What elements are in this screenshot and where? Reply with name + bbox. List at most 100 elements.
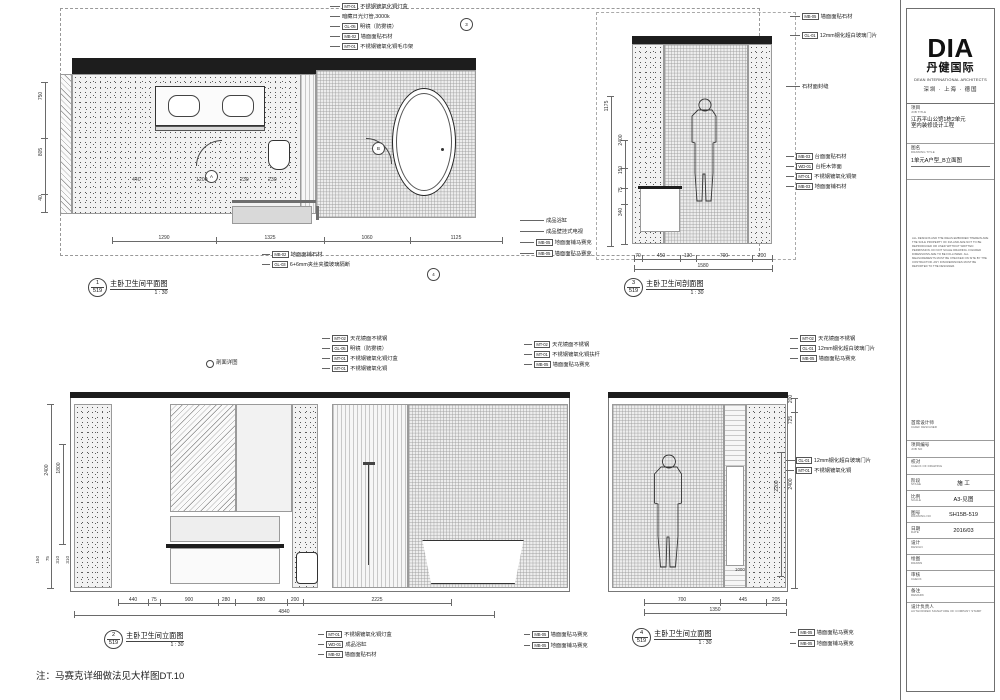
material-text: 明镜（防雾镜）	[359, 24, 398, 30]
plan-inner-dim-230a: 230	[240, 177, 249, 183]
annotation-row: MB-02 地面面铺石材	[262, 250, 350, 258]
plan-left-wall	[60, 74, 72, 214]
section3-bottom-dimension-string: 70 450 130 700 200	[634, 253, 773, 263]
field-drawing-title-label-en: DRAWING TITLE	[911, 149, 935, 154]
material-code: MT-02	[332, 334, 349, 342]
material-code: GL-01	[800, 344, 816, 352]
drawing-number-bubble[interactable]: 2 519	[104, 630, 123, 649]
drawing-sheet-ref: 519	[92, 287, 103, 294]
material-text: 不锈钢镀氧化铜毛巾架	[360, 44, 414, 50]
annotation-row: GL-01 12mm钢化超白玻璃门片	[790, 31, 877, 39]
drawing-sheet-ref: 519	[108, 639, 119, 646]
plan-sink-left	[168, 95, 200, 117]
material-text: 12mm钢化超白玻璃门片	[813, 458, 872, 464]
dimension-value: 1350	[709, 607, 721, 613]
field-stage-value: 施 工	[957, 480, 970, 487]
annotation-row: 暗藏日光灯管,3000k	[330, 12, 413, 20]
drawing-title-text: 主卧卫生间剖面图	[646, 278, 704, 288]
field-scale: 比例 SCALE A3-见图	[907, 491, 994, 507]
material-code: MT-01	[342, 42, 359, 50]
field-job-no-label-en: JOB NO	[911, 446, 923, 451]
elevation-marker-b[interactable]: B	[372, 142, 385, 155]
section3-left-dimension-column-2: 2400 150 75 340	[618, 134, 629, 245]
elev2-small-dim-150: 150	[35, 556, 40, 564]
plan-inner-dim-1200: 1200	[196, 177, 208, 183]
plan-shower-area	[300, 74, 316, 214]
plan-top-wall	[72, 58, 316, 74]
field-drawing-title-value: 1单元A户型_B立面图	[911, 158, 990, 168]
elev2-detail-callout[interactable]: 剖面详图	[206, 360, 238, 368]
elev2-small-dim-310b: 310	[65, 556, 70, 564]
annotation-row: MT-02 天花镜面不锈钢	[322, 334, 398, 342]
material-text: 不锈钢镀氧化铜灯盒	[360, 4, 408, 10]
dimension-value: 40	[38, 195, 44, 201]
field-chief-designer-label-cn: 首席设计师	[911, 420, 934, 425]
annotation-row: MT-02 天花镜面不锈钢	[790, 334, 875, 342]
drawing-title-4: 4 519 主卧卫生间立面图 1 : 30	[632, 628, 712, 647]
elev2-small-dim-310a: 310	[55, 556, 60, 564]
plan-inner-dim-230b: 230	[268, 177, 277, 183]
drawing-scale-text: 1 : 30	[698, 640, 712, 646]
material-text: 墙面面贴石材	[820, 14, 853, 20]
field-stage: 阶段 STAGE 施 工	[907, 475, 994, 491]
material-code: MB-03	[796, 152, 813, 160]
drawing-number-bubble[interactable]: 4 519	[632, 628, 651, 647]
material-code: GL-05	[342, 22, 358, 30]
field-chief-designer: 首席设计师 CHIEF DESIGNER	[907, 419, 994, 441]
drawing-scale-text: 1 : 30	[690, 290, 704, 296]
plan-glass-partition-1	[232, 200, 316, 203]
detail-callout-text: 剖面详图	[216, 360, 238, 367]
material-code: MT-01	[534, 350, 551, 358]
dimension-value: 440	[128, 597, 138, 603]
field-drawing-no-value: SH15B-519	[949, 511, 978, 518]
drawing-number-bubble[interactable]: 1 519	[88, 278, 107, 297]
elevation-marker-a[interactable]: A	[205, 170, 218, 183]
elev4-ceiling-band	[608, 392, 788, 398]
section-marker-3[interactable]: 3	[460, 18, 473, 31]
material-code: MB-05	[798, 639, 815, 647]
elev2-left-dimension-column-2: 1800	[56, 444, 67, 545]
dimension-value: 2225	[371, 597, 383, 603]
elev2-vanity-mirror-band	[170, 516, 280, 542]
material-text: 不锈钢镀氧化铜	[814, 468, 852, 474]
annotation-row: MT-01 不锈钢镀氧化铜灯盒	[322, 354, 398, 362]
annotation-row: MT-01 不锈钢镀氧化铜扶杆	[524, 350, 600, 358]
section-marker-4[interactable]: 4	[427, 268, 440, 281]
elev4-stone-wall	[746, 404, 786, 588]
annotation-row: MB-05 地面面铺马赛克	[524, 641, 588, 649]
plan-bathtub-inner	[396, 93, 452, 191]
field-check-of-drawing-label-en: CHECK OF DRAWING	[911, 463, 943, 468]
material-code: MB-05	[534, 360, 551, 368]
field-check-label-cn: 审核	[911, 572, 921, 577]
material-code: MT-01	[332, 354, 349, 362]
material-text: 石材面封缝	[802, 84, 829, 90]
field-check-of-drawing-label-cn: 校对	[911, 459, 921, 464]
material-text: 墙面面贴马赛克	[550, 632, 588, 638]
field-job-no: 项目编号 JOB NO	[907, 441, 994, 458]
material-code: WD-01	[326, 640, 344, 648]
material-code: GL-01	[796, 456, 812, 464]
annotation-row: MB-05 地面面铺马赛克	[520, 238, 592, 246]
drawing-title-text: 主卧卫生间立面图	[126, 630, 184, 640]
annotation-row: MT-02 天花镜面不锈钢	[524, 340, 600, 348]
elev2-bottom-annotation-group: MT-01 不锈钢镀氧化铜灯盒 WD-01 成品浴缸 MB-02 墙面面贴石材	[318, 630, 392, 658]
material-text: 12mm钢化超白玻璃门片	[817, 346, 876, 352]
material-text: 地面面铺马赛克	[554, 240, 592, 246]
elev4-right-dimension-column: 200 725 2400	[788, 395, 799, 589]
material-code: GL-01	[802, 31, 818, 39]
material-text: 不锈钢镀氧化铜灯盒	[344, 632, 392, 638]
material-code: MT-02	[534, 340, 551, 348]
plan-left-dimension-column: 750 805 40	[38, 82, 49, 213]
material-code: MT-01	[342, 2, 359, 10]
dimension-value: 75	[618, 187, 624, 193]
dimension-value: 725	[788, 415, 794, 425]
material-text: 不锈钢镀氧化铜架	[814, 174, 857, 180]
material-code: MT-01	[326, 630, 343, 638]
elev4-dim-1000: 1000	[735, 567, 745, 572]
drawing-number-bubble[interactable]: 3 519	[624, 278, 643, 297]
dimension-value: 130	[683, 253, 693, 259]
annotation-row: MB-05 墙面面贴马赛克	[790, 628, 854, 636]
field-design-label-cn: 设计	[911, 540, 921, 545]
material-text: 天花镜面不锈钢	[552, 342, 590, 348]
section3-right-annotation-group: MB-03 台面面贴石材 WD-01 台柜木饰面 MT-01 不锈钢镀氧化铜架 …	[786, 152, 857, 190]
